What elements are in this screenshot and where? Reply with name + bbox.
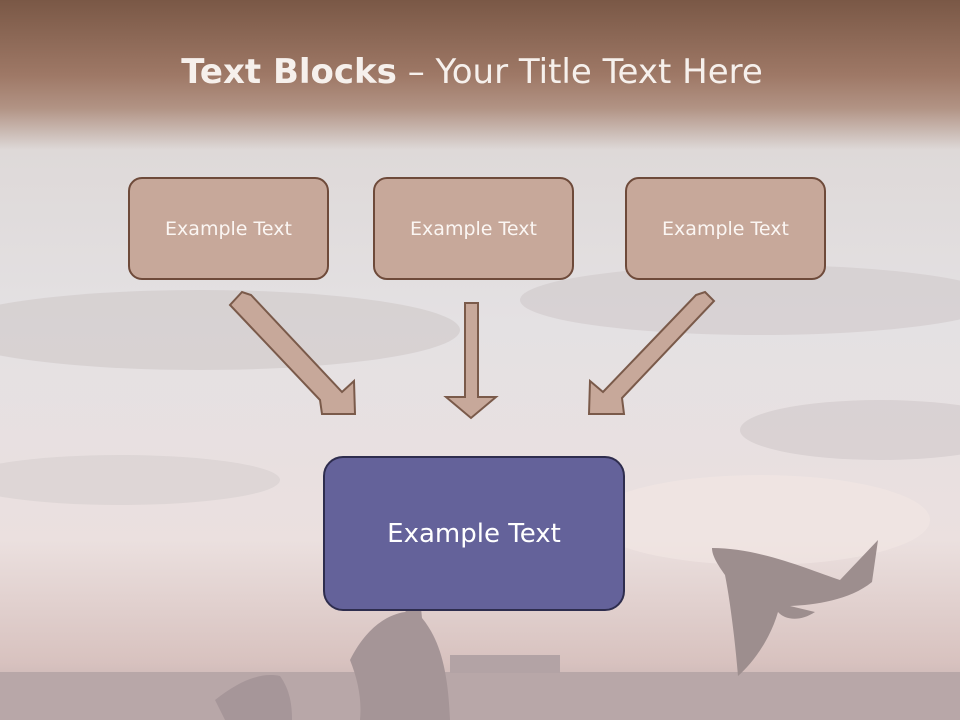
arrow-left xyxy=(228,290,357,415)
text-block-2-label: Example Text xyxy=(410,217,537,240)
arrow-center xyxy=(443,302,499,420)
text-block-3[interactable]: Example Text xyxy=(625,177,826,280)
slide-title: Text Blocks – Your Title Text Here xyxy=(0,52,944,92)
title-rest-part: – Your Title Text Here xyxy=(396,52,763,92)
title-bold-part: Text Blocks xyxy=(181,52,397,92)
target-block[interactable]: Example Text xyxy=(323,456,625,611)
text-block-3-label: Example Text xyxy=(662,217,789,240)
header-band xyxy=(0,0,960,150)
target-block-label: Example Text xyxy=(387,518,561,549)
text-block-2[interactable]: Example Text xyxy=(373,177,574,280)
text-block-1[interactable]: Example Text xyxy=(128,177,329,280)
arrow-right xyxy=(587,290,716,415)
text-block-1-label: Example Text xyxy=(165,217,292,240)
